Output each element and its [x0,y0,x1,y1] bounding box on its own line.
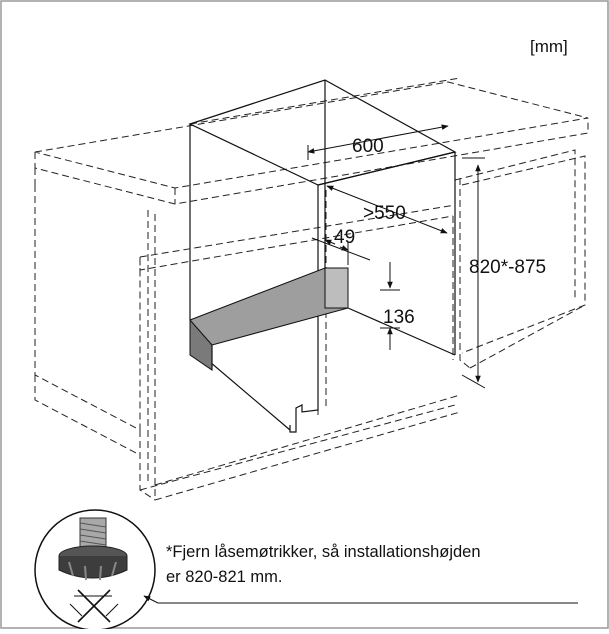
installation-note: *Fjern låsemøtrikker, så installationshø… [166,540,586,590]
note-line-1: *Fjern låsemøtrikker, så installationshø… [166,543,481,561]
note-leader-line [143,595,578,604]
unit-label: [mm] [530,37,568,56]
dimension-depth-label: >550 [363,203,406,224]
adjustable-foot-icon [34,509,156,631]
dimension-width-label: 600 [352,136,384,157]
niche-outline [188,79,457,433]
dimension-lines [307,124,486,389]
dimension-step-height-label: 136 [383,307,415,328]
dimension-step-depth-label: 49 [334,227,355,248]
dimension-height-label: 820*-875 [469,257,546,278]
note-line-2: er 820-821 mm. [166,568,283,586]
lock-nut-removal-icon [69,589,119,623]
